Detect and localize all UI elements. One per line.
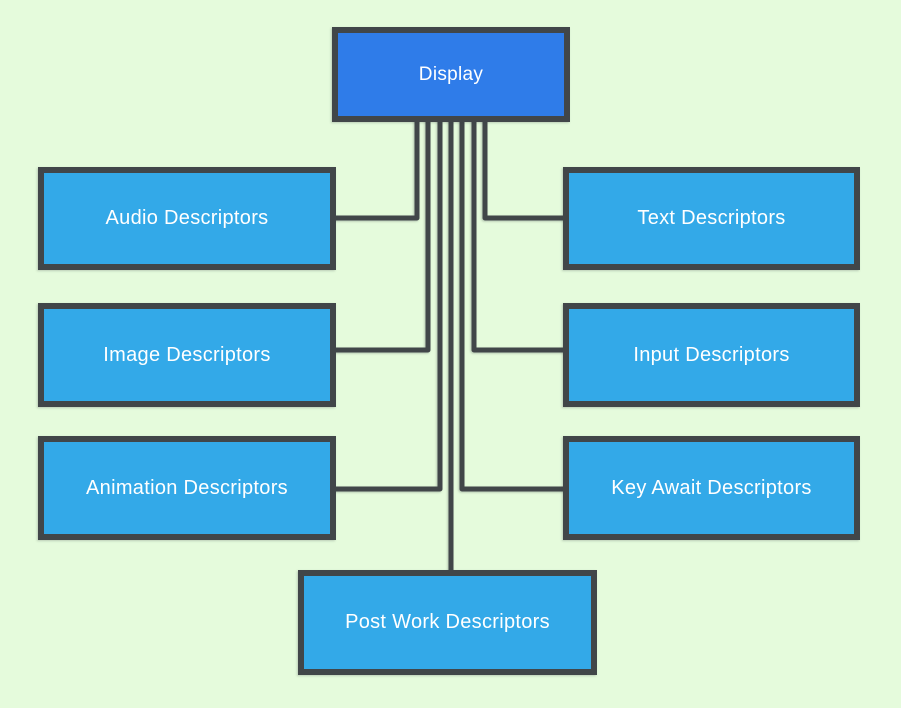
- node-key-await-descriptors: Key Await Descriptors: [563, 436, 860, 540]
- edge-display-animation: [334, 116, 443, 492]
- node-post-work-descriptors: Post Work Descriptors: [298, 570, 597, 675]
- node-post-work-descriptors-label: Post Work Descriptors: [345, 611, 550, 633]
- edge-display-image: [334, 116, 431, 353]
- node-input-descriptors-label: Input Descriptors: [633, 343, 790, 366]
- node-animation-descriptors-label: Animation Descriptors: [86, 476, 288, 499]
- node-text-descriptors-label: Text Descriptors: [637, 207, 786, 229]
- node-audio-descriptors: Audio Descriptors: [38, 167, 336, 270]
- node-animation-descriptors: Animation Descriptors: [38, 436, 336, 540]
- node-key-await-descriptors-label: Key Await Descriptors: [611, 476, 812, 499]
- edge-display-input: [471, 116, 567, 353]
- node-audio-descriptors-label: Audio Descriptors: [105, 207, 269, 229]
- node-display: Display: [332, 27, 570, 122]
- node-display-label: Display: [418, 63, 484, 85]
- node-input-descriptors: Input Descriptors: [563, 303, 860, 407]
- edge-display-text: [482, 116, 567, 221]
- edge-display-audio: [334, 116, 420, 221]
- node-text-descriptors: Text Descriptors: [563, 167, 860, 270]
- node-image-descriptors-label: Image Descriptors: [103, 343, 271, 366]
- node-image-descriptors: Image Descriptors: [38, 303, 336, 407]
- edge-display-keyawait: [459, 116, 567, 492]
